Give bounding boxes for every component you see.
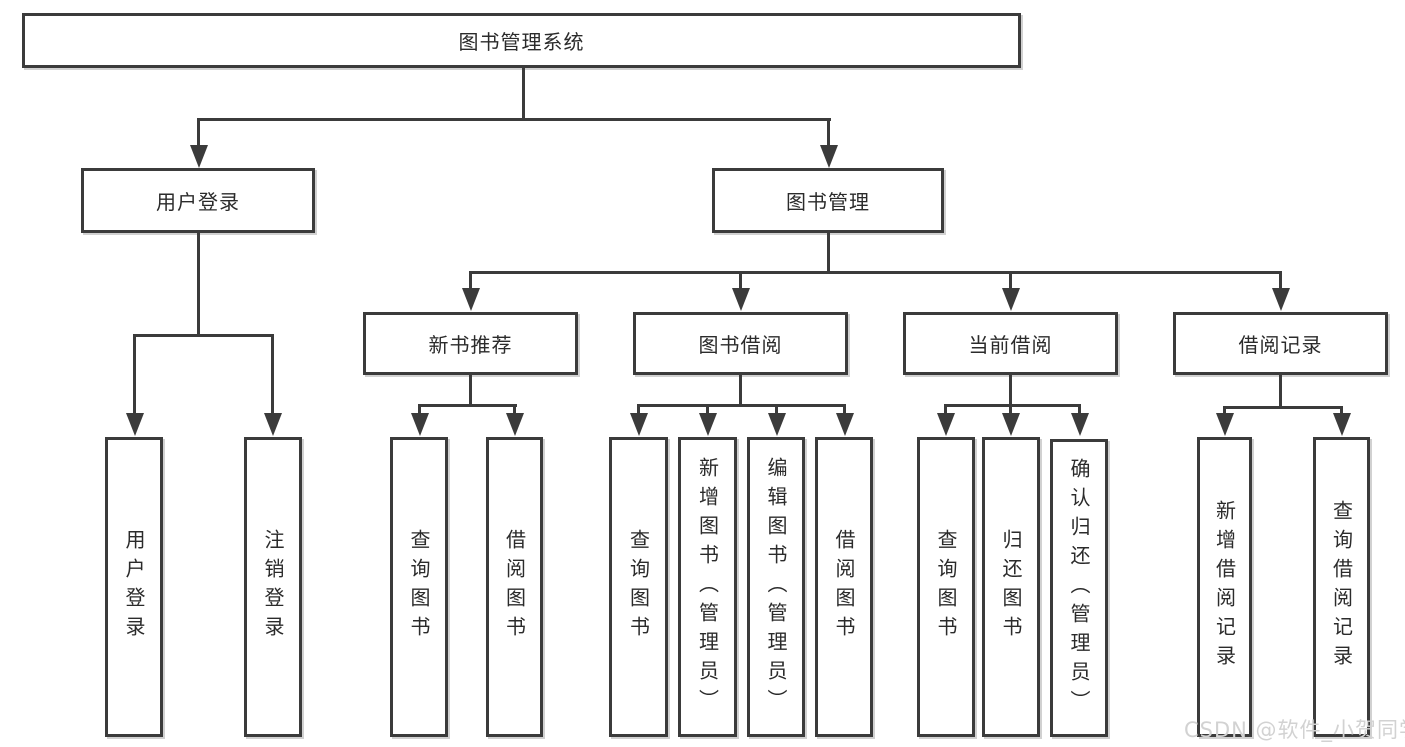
leaf-query-books: 查询图书 bbox=[917, 437, 975, 737]
leaf-query-books: 查询图书 bbox=[609, 437, 668, 737]
node-book-management: 图书管理 bbox=[712, 168, 944, 233]
connector-user-login-vertical bbox=[197, 233, 200, 337]
leaf-label: 注销登录 bbox=[261, 529, 285, 645]
csdn-watermark: CSDN @软件_小贺同学 bbox=[1184, 718, 1405, 742]
leaf-edit-books-admin: 编辑图书（管理员） bbox=[747, 437, 805, 737]
leaf-label: 编辑图书（管理员） bbox=[764, 456, 788, 718]
node-library-management-system: 图书管理系统 bbox=[22, 13, 1021, 68]
leaf-return-books: 归还图书 bbox=[982, 437, 1040, 737]
leaf-label: 确认归还（管理员） bbox=[1067, 457, 1091, 719]
connector-book-borrow-horizontal bbox=[637, 404, 846, 407]
leaf-add-books-admin: 新增图书（管理员） bbox=[678, 437, 737, 737]
connector-root-vertical bbox=[522, 68, 525, 121]
arrow-to-leaf-user-login bbox=[133, 335, 136, 413]
leaf-label: 查询图书 bbox=[407, 529, 431, 645]
node-label: 新书推荐 bbox=[428, 333, 513, 357]
node-label: 图书管理 bbox=[786, 190, 870, 214]
arrow-to-current-borrow bbox=[1009, 274, 1012, 288]
node-label: 图书借阅 bbox=[698, 333, 783, 357]
node-label: 用户登录 bbox=[156, 190, 240, 214]
leaf-label: 新增图书（管理员） bbox=[695, 456, 720, 718]
arrow-leaf bbox=[775, 405, 778, 413]
node-new-book-recommendation: 新书推荐 bbox=[363, 312, 578, 375]
node-current-borrowing: 当前借阅 bbox=[903, 312, 1118, 375]
arrow-to-borrow-records bbox=[1279, 274, 1282, 288]
connector-level1-horizontal bbox=[197, 118, 831, 121]
connector-user-login-horizontal bbox=[133, 334, 274, 337]
arrow-leaf bbox=[513, 405, 516, 413]
arrow-leaf bbox=[1340, 406, 1343, 413]
node-user-login: 用户登录 bbox=[81, 168, 315, 233]
leaf-label: 借阅图书 bbox=[502, 529, 527, 645]
leaf-query-books: 查询图书 bbox=[390, 437, 448, 737]
leaf-label: 归还图书 bbox=[999, 529, 1023, 645]
leaf-label: 用户登录 bbox=[122, 529, 146, 645]
arrow-leaf bbox=[418, 405, 421, 413]
leaf-label: 查询借阅记录 bbox=[1329, 500, 1354, 674]
leaf-borrow-books: 借阅图书 bbox=[815, 437, 873, 737]
node-label: 当前借阅 bbox=[968, 333, 1053, 357]
arrow-leaf bbox=[706, 405, 709, 413]
node-label: 图书管理系统 bbox=[458, 30, 585, 54]
leaf-confirm-return-admin: 确认归还（管理员） bbox=[1050, 439, 1108, 737]
connector-borrow-records-vertical bbox=[1279, 375, 1282, 409]
leaf-query-borrow-record: 查询借阅记录 bbox=[1313, 437, 1370, 737]
connector-borrow-records-horizontal bbox=[1223, 406, 1343, 409]
arrow-to-new-books bbox=[469, 274, 472, 288]
leaf-label: 查询图书 bbox=[626, 529, 651, 645]
leaf-borrow-books: 借阅图书 bbox=[486, 437, 543, 737]
connector-current-borrow-horizontal bbox=[944, 404, 1081, 407]
arrow-to-leaf-logout bbox=[271, 335, 274, 413]
arrow-to-book-management bbox=[827, 119, 830, 145]
arrow-leaf bbox=[1009, 405, 1012, 413]
leaf-add-borrow-record: 新增借阅记录 bbox=[1197, 437, 1252, 737]
connector-new-books-vertical bbox=[469, 375, 472, 407]
arrow-leaf bbox=[1223, 406, 1226, 413]
arrow-leaf bbox=[944, 405, 947, 413]
leaf-label: 查询图书 bbox=[934, 529, 958, 645]
arrow-leaf bbox=[843, 405, 846, 413]
connector-level2-horizontal bbox=[469, 271, 1282, 274]
leaf-label: 新增借阅记录 bbox=[1212, 500, 1237, 674]
connector-current-borrow-vertical bbox=[1009, 375, 1012, 407]
connector-new-books-horizontal bbox=[418, 404, 517, 407]
node-borrowing-records: 借阅记录 bbox=[1173, 312, 1388, 375]
arrow-leaf bbox=[637, 405, 640, 413]
leaf-user-login: 用户登录 bbox=[105, 437, 163, 737]
leaf-logout: 注销登录 bbox=[244, 437, 302, 737]
connector-book-mgmt-vertical bbox=[827, 233, 830, 274]
arrow-to-book-borrow bbox=[739, 274, 742, 288]
arrow-leaf bbox=[1078, 405, 1081, 413]
connector-book-borrow-vertical bbox=[739, 375, 742, 407]
node-book-borrowing: 图书借阅 bbox=[633, 312, 848, 375]
arrow-to-user-login bbox=[197, 119, 200, 145]
leaf-label: 借阅图书 bbox=[832, 529, 856, 645]
node-label: 借阅记录 bbox=[1238, 333, 1323, 357]
